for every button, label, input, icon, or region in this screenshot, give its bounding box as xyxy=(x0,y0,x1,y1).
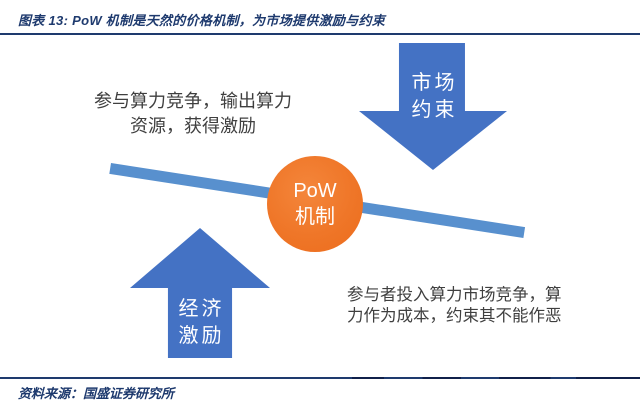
economic-incentive-arrow-up-icon: 经济 激励 xyxy=(130,228,270,358)
left-annotation-line2: 资源，获得激励 xyxy=(130,116,256,136)
right-annotation-line1: 参与者投入算力市场竞争，算 xyxy=(347,286,562,304)
figure-title: 图表 13: PoW 机制是天然的价格机制，为市场提供激励与约束 xyxy=(18,13,386,28)
left-annotation: 参与算力竞争，输出算力 资源，获得激励 xyxy=(60,89,326,139)
bottom-divider xyxy=(0,377,640,379)
economic-incentive-line1: 经济 xyxy=(178,298,225,320)
source-note: 资料来源：国盛证券研究所 xyxy=(18,386,175,401)
pow-node-line1: PoW xyxy=(293,180,337,202)
market-constraint-label: 市场 约束 xyxy=(359,70,507,124)
right-annotation: 参与者投入算力市场竞争，算 力作为成本，约束其不能作恶 xyxy=(347,285,562,327)
economic-incentive-line2: 激励 xyxy=(178,325,225,347)
economic-incentive-label: 经济 激励 xyxy=(130,296,270,350)
market-constraint-arrow-down-icon: 市场 约束 xyxy=(359,43,507,170)
market-constraint-line1: 市场 xyxy=(411,72,458,94)
left-annotation-line1: 参与算力竞争，输出算力 xyxy=(94,91,292,111)
top-divider xyxy=(0,33,640,35)
pow-node: PoW 机制 xyxy=(267,156,363,252)
right-annotation-line2: 力作为成本，约束其不能作恶 xyxy=(347,307,562,325)
pow-node-line2: 机制 xyxy=(295,206,335,228)
market-constraint-line2: 约束 xyxy=(411,99,458,121)
